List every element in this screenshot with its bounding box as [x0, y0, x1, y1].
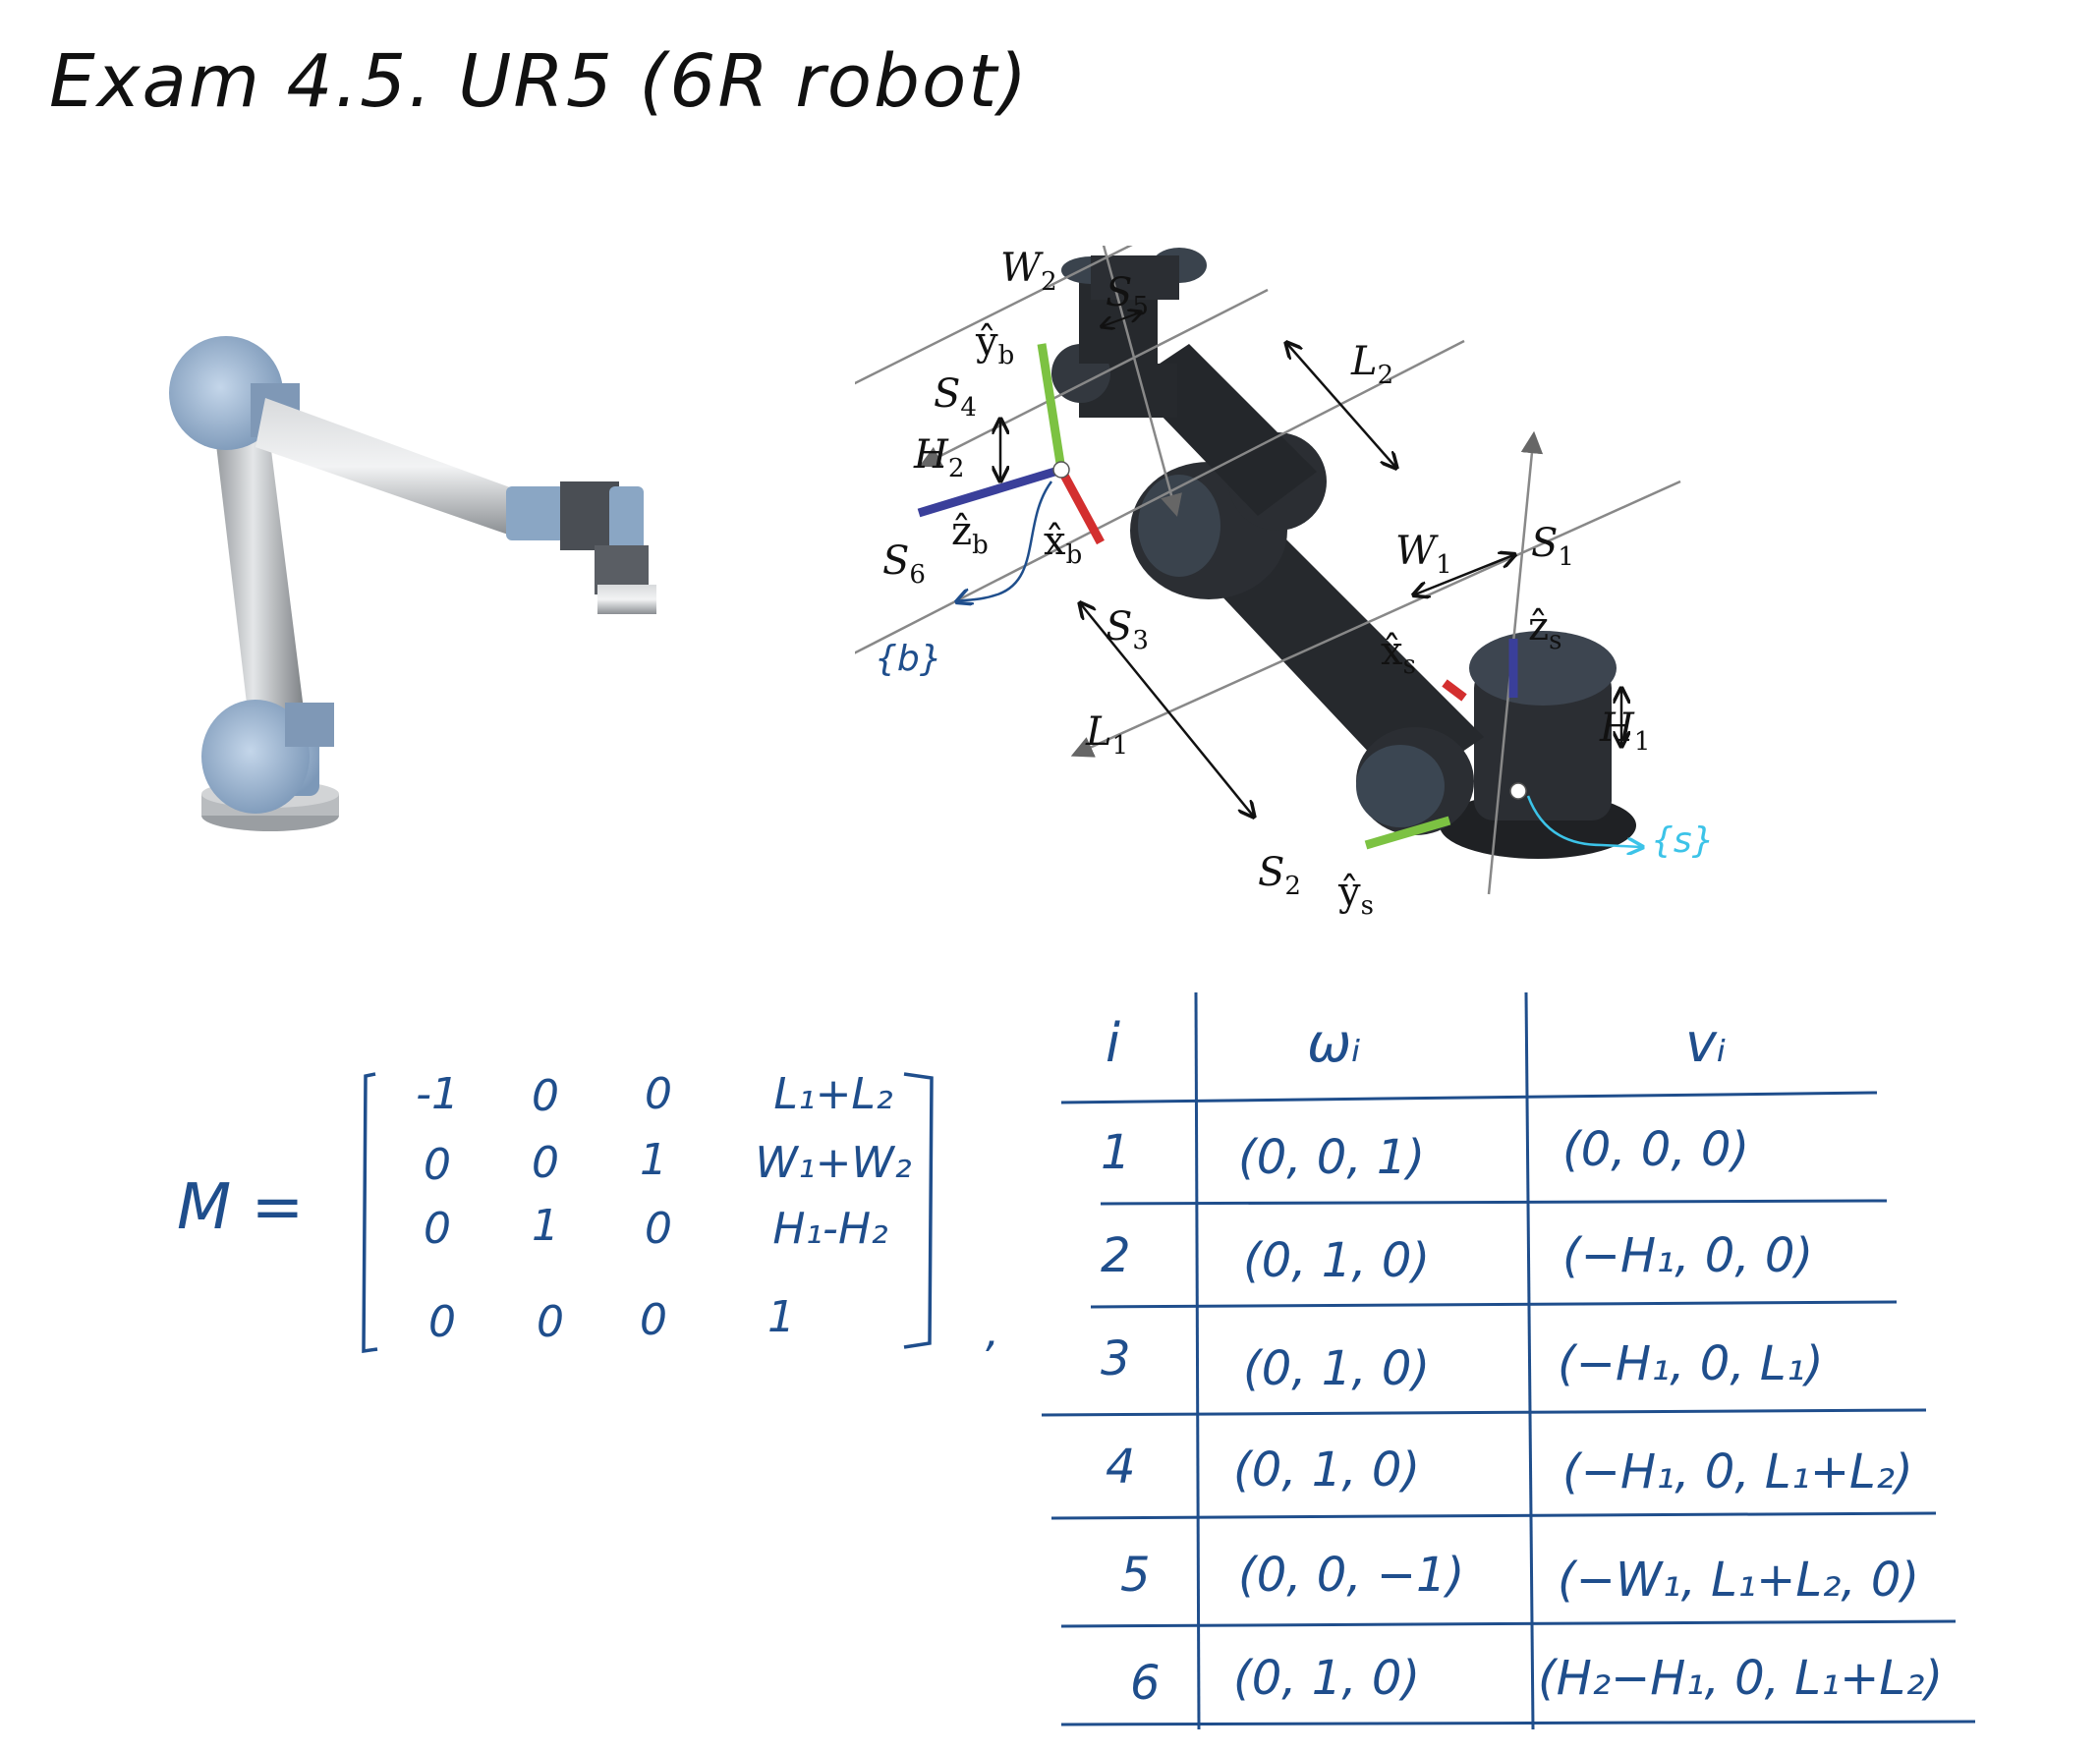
xs-axis	[1442, 679, 1467, 702]
matrix-cell: 0	[532, 1071, 559, 1121]
matrix-label: M =	[177, 1171, 305, 1244]
label-s6: S6	[882, 538, 926, 590]
label-xb: x̂b	[1044, 519, 1083, 570]
table-row-v: (0, 0, 0)	[1562, 1122, 1750, 1177]
matrix-cell: W₁+W₂	[755, 1138, 912, 1188]
label-w1: W1	[1395, 529, 1452, 580]
table-row-omega: (0, 1, 0)	[1243, 1233, 1431, 1288]
table-header-omega: ωᵢ	[1307, 1012, 1361, 1074]
label-s3: S3	[1106, 604, 1149, 655]
axis-s4	[918, 288, 1269, 468]
note-space-frame: {s}	[1651, 820, 1715, 861]
page-title: Exam 4.5. UR5 (6R robot)	[49, 39, 1030, 124]
table-row-index: 4	[1106, 1440, 1136, 1495]
matrix-cell: 1	[767, 1292, 795, 1342]
table-row-v: (H₂−H₁, 0, L₁+L₂)	[1538, 1651, 1944, 1706]
table-row-v: (−H₁, 0, L₁+L₂)	[1562, 1444, 1913, 1499]
matrix-cell: 0	[424, 1204, 451, 1254]
table-row-v: (−H₁, 0, 0)	[1562, 1228, 1814, 1283]
label-w2: W2	[1000, 246, 1057, 297]
matrix-cell: 0	[645, 1069, 672, 1119]
table-row-index: 6	[1130, 1656, 1161, 1711]
matrix-cell: 0	[532, 1138, 559, 1188]
table-row-index: 3	[1101, 1331, 1131, 1386]
matrix-cell: 0	[537, 1297, 564, 1347]
matrix-brackets	[362, 1072, 934, 1354]
table-header-i: i	[1106, 1012, 1121, 1074]
label-l2: L2	[1351, 339, 1394, 390]
body-frame-pointer	[958, 481, 1053, 601]
matrix-cell: 1	[532, 1201, 559, 1251]
matrix-cell: 0	[424, 1140, 451, 1190]
table-row-omega: (0, 0, −1)	[1238, 1548, 1465, 1603]
ys-axis	[1364, 816, 1451, 850]
label-zb: ẑb	[951, 509, 989, 560]
table-row-v: (−W₁, L₁+L₂, 0)	[1558, 1553, 1920, 1608]
label-s5: S5	[1106, 270, 1149, 321]
zb-axis	[917, 465, 1063, 518]
table-row-index: 2	[1101, 1228, 1131, 1283]
yb-axis	[1037, 343, 1066, 471]
space-frame-pointer	[1526, 795, 1641, 847]
table-row-omega: (0, 1, 0)	[1233, 1651, 1421, 1706]
table-row-omega: (0, 0, 1)	[1238, 1130, 1426, 1185]
label-s1: S1	[1531, 521, 1574, 572]
matrix-trailing-comma: ,	[986, 1307, 999, 1357]
matrix-cell: 0	[640, 1295, 667, 1345]
table-row-omega: (0, 1, 0)	[1233, 1442, 1421, 1498]
matrix-cell: -1	[416, 1069, 459, 1119]
matrix-cell: 1	[640, 1135, 667, 1185]
matrix-cell: 0	[645, 1204, 672, 1254]
label-h1: H1	[1600, 706, 1651, 757]
xb-axis	[1057, 467, 1105, 545]
ur5-photo	[169, 336, 656, 831]
axis-s5	[1102, 246, 1182, 517]
table-row-omega: (0, 1, 0)	[1243, 1341, 1431, 1396]
table-row-index: 1	[1101, 1125, 1131, 1180]
matrix-cell: L₁+L₂	[773, 1069, 893, 1119]
matrix-cell: 0	[428, 1297, 456, 1347]
label-s2: S2	[1258, 850, 1301, 901]
label-s4: S4	[934, 371, 977, 423]
table-row-index: 5	[1120, 1548, 1151, 1603]
label-ys: ŷs	[1338, 870, 1374, 921]
robot-body	[1051, 248, 1636, 859]
matrix-cell: H₁-H₂	[772, 1204, 888, 1254]
label-zs: ẑs	[1528, 604, 1562, 655]
table-lines	[1042, 992, 1976, 1730]
label-yb: ŷb	[976, 319, 1015, 370]
table-row-v: (−H₁, 0, L₁)	[1558, 1336, 1824, 1391]
label-h2: H2	[914, 432, 965, 483]
table-header-v: vᵢ	[1685, 1012, 1727, 1074]
schematic-diagram	[855, 246, 1681, 895]
axis-s5-upper	[855, 246, 1133, 385]
note-body-frame: {b}	[875, 639, 942, 679]
label-l1: L1	[1086, 709, 1129, 761]
label-xs: x̂s	[1381, 629, 1416, 680]
